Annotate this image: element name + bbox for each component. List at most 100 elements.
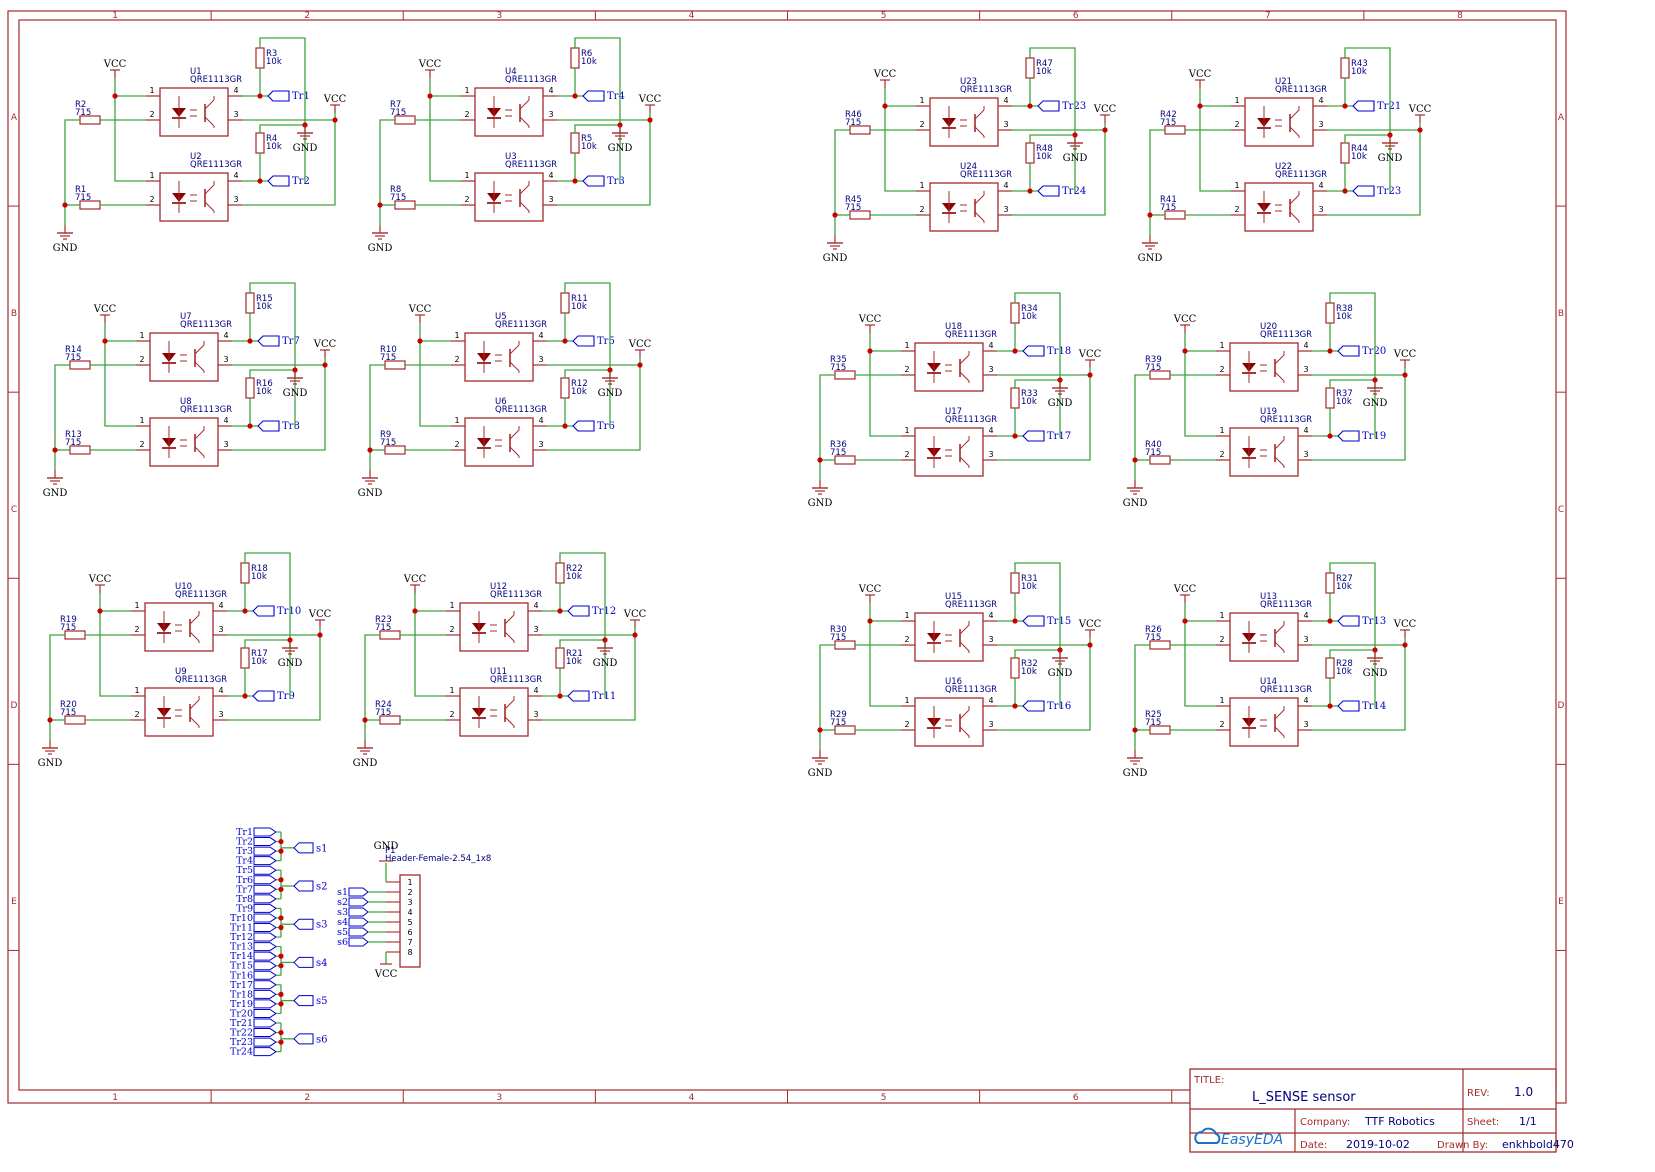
pullup-rail: [1329, 562, 1376, 708]
resistor-ref: R24: [375, 700, 392, 710]
resistor-ref: R29: [830, 710, 847, 720]
pullup-resistor: [570, 132, 580, 154]
bus-net-label: Tr3: [236, 846, 253, 857]
header-net-label: s4: [337, 917, 348, 928]
pullup-resistor: [555, 647, 565, 669]
phototransistor-emitter: [1289, 126, 1300, 137]
pin-number: 1: [1219, 696, 1224, 705]
bus-net-label: Tr10: [230, 913, 253, 924]
pullup-resistor: [1010, 572, 1020, 594]
sensor-body: [159, 87, 229, 137]
junction-dot: [832, 212, 838, 218]
pin-number: 2: [1234, 205, 1239, 214]
pin-number: 2: [1219, 635, 1224, 644]
pin-number: 4: [1003, 96, 1008, 105]
junction-dot: [247, 338, 253, 344]
resistor-value: 715: [60, 623, 76, 633]
net-label: Tr11: [592, 691, 616, 702]
resistor-value: 10k: [1336, 397, 1352, 407]
column-label-bottom: 6: [1073, 1093, 1079, 1103]
phototransistor-collector: [1289, 194, 1300, 205]
gnd-wire: [1149, 129, 1165, 235]
sheet-label: Sheet:: [1467, 1117, 1499, 1128]
pin-number: 2: [449, 710, 454, 719]
bus-net-label: Tr20: [230, 1008, 253, 1019]
vcc-label: VCC: [88, 574, 112, 585]
column-label-bottom: 1: [112, 1093, 118, 1103]
resistor-value: 10k: [1336, 667, 1352, 677]
vcc-label: VCC: [858, 584, 882, 595]
pin-number: 1: [454, 331, 459, 340]
resistor-ref: R36: [830, 440, 847, 450]
column-label-top: 2: [304, 11, 310, 21]
phototransistor-collector: [194, 429, 205, 440]
header-ref: P1: [385, 846, 396, 856]
junction-dot: [1342, 103, 1348, 109]
pin-number: 3: [988, 365, 993, 374]
pin-number: 2: [464, 110, 469, 119]
pullup-rail: [1014, 292, 1061, 438]
net-flag: [1022, 615, 1045, 627]
bus-entry: Tr1: [236, 827, 281, 838]
sensor-ref: U4: [505, 67, 517, 77]
resistor-value: 715: [1160, 118, 1176, 128]
junction-dot: [1327, 433, 1333, 439]
bus-net-label: Tr18: [230, 989, 253, 1000]
resistor-ref: R7: [390, 100, 401, 110]
phototransistor-emitter: [959, 371, 970, 382]
pin-number: 1: [149, 86, 154, 95]
sensor-body: [459, 602, 529, 652]
bus-net-flag: [253, 875, 277, 885]
vcc-label: VCC: [93, 304, 117, 315]
sensor-part: QRE1113GR: [945, 685, 997, 695]
vcc-wire: [884, 88, 916, 107]
junction-dot: [102, 338, 108, 344]
sensor-part: QRE1113GR: [175, 590, 227, 600]
vcc-wire: [869, 351, 901, 437]
emitter-rail: [242, 119, 336, 206]
column-label-top: 3: [496, 11, 502, 21]
resistor-value: 715: [1145, 363, 1161, 373]
gnd-label: GND: [1363, 668, 1388, 679]
gnd-label: GND: [38, 758, 63, 769]
junction-dot: [1012, 433, 1018, 439]
pullup-resistor: [570, 47, 580, 69]
junction-dot: [882, 103, 888, 109]
pin-number: 3: [1303, 365, 1308, 374]
gnd-wire: [1134, 644, 1150, 750]
phototransistor-collector: [1274, 354, 1285, 365]
pullup-resistor: [245, 292, 255, 314]
pin-number: 3: [548, 195, 553, 204]
vcc-wire: [114, 78, 146, 97]
bus-entry: Tr20: [230, 1008, 281, 1019]
vcc-label: VCC: [408, 304, 432, 315]
emitter-rail: [227, 634, 321, 721]
sensor-body: [149, 332, 219, 382]
junction-dot: [637, 362, 643, 368]
gnd-label: GND: [598, 388, 623, 399]
junction-dot: [572, 93, 578, 99]
pin-number: 2: [904, 450, 909, 459]
phototransistor-collector: [959, 354, 970, 365]
pullup-resistor: [1325, 572, 1335, 594]
phototransistor-emitter: [509, 361, 520, 372]
net-label: Tr15: [1047, 616, 1071, 627]
resistor-value: 715: [1145, 448, 1161, 458]
vcc-wire: [1199, 88, 1231, 107]
resistor-ref: R19: [60, 615, 77, 625]
vcc-label: VCC: [418, 59, 442, 70]
junction-dot: [572, 178, 578, 184]
vcc-wire: [99, 593, 131, 612]
resistor-value: 10k: [1021, 312, 1037, 322]
bus-net-flag: [253, 961, 277, 971]
pullup-resistor: [1025, 57, 1035, 79]
pin-number: 2: [1234, 120, 1239, 129]
resistor-ref: R1: [75, 185, 86, 195]
rev-value: 1.0: [1514, 1085, 1533, 1099]
phototransistor-collector: [194, 344, 205, 355]
sensor-body: [929, 182, 999, 232]
vcc-wire: [1184, 603, 1216, 622]
emitter-rail: [1312, 374, 1406, 461]
